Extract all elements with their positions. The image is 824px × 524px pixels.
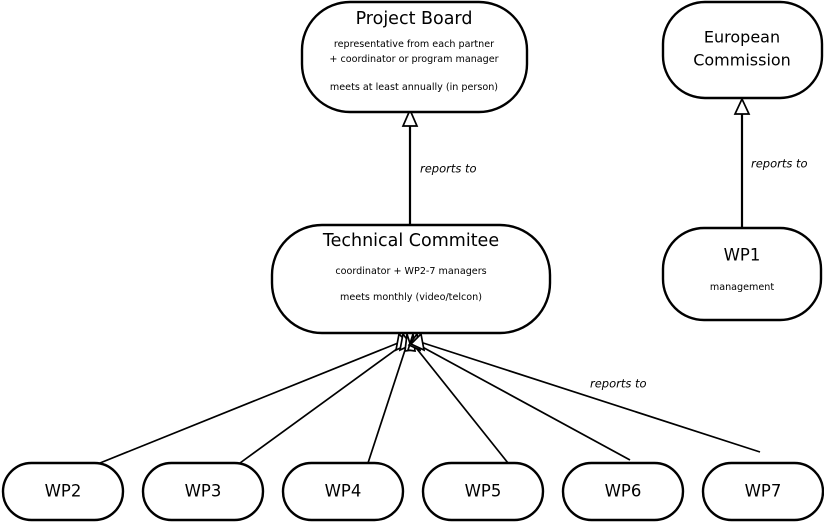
project-board-detail-1: representative from each partner [334, 39, 494, 50]
edge-wp1-to-european-commission: reports to [733, 96, 808, 228]
edge-line-wp7-tc [416, 340, 761, 453]
wp3-shape[interactable] [141, 461, 265, 522]
edge-label-tc-board: reports to [420, 162, 477, 176]
node-wp6[interactable]: WP6 [561, 461, 685, 522]
technical-committee-detail-1: coordinator + WP2-7 managers [335, 266, 486, 277]
wp6-shape[interactable] [561, 461, 685, 522]
wp1-shape[interactable] [661, 226, 823, 322]
project-board-title: Project Board [356, 9, 473, 29]
technical-committee-title: Technical Commitee [322, 231, 499, 251]
node-wp1[interactable]: WP1 management [661, 226, 823, 322]
node-project-board[interactable]: Project Board representative from each p… [300, 0, 529, 114]
node-technical-committee[interactable]: Technical Commitee coordinator + WP2-7 m… [270, 223, 552, 335]
wp7-shape[interactable] [701, 461, 824, 522]
technical-committee-shape[interactable] [270, 223, 552, 335]
wp6-title: WP6 [605, 482, 642, 501]
edge-tc-to-project-board: reports to [401, 107, 477, 225]
arrowhead-tc-board [401, 107, 419, 127]
wp3-title: WP3 [185, 482, 222, 501]
wp5-title: WP5 [465, 482, 502, 501]
edge-label-wps-tc: reports to [590, 377, 647, 391]
wp4-title: WP4 [325, 482, 362, 501]
edge-line-wp2-tc [99, 340, 404, 464]
project-board-detail-3: meets at least annually (in person) [330, 82, 498, 93]
edge-line-wp5-tc [412, 343, 509, 464]
project-board-shape[interactable] [300, 0, 529, 114]
edge-line-wp6-tc [414, 342, 631, 461]
node-wp4[interactable]: WP4 [281, 461, 405, 522]
edge-line-wp3-tc [239, 342, 406, 464]
arrowhead-wp7-tc [409, 332, 426, 352]
wp5-shape[interactable] [421, 461, 545, 522]
node-european-commission[interactable]: European Commission [661, 0, 824, 100]
wp4-shape[interactable] [281, 461, 405, 522]
wp1-title: WP1 [724, 246, 761, 265]
node-wp7[interactable]: WP7 [701, 461, 824, 522]
project-board-detail-2: + coordinator or program manager [329, 54, 498, 65]
european-commission-title-line-1: European [704, 28, 780, 47]
edge-group-wps-to-tc: reports to [99, 331, 761, 464]
wp7-title: WP7 [745, 482, 782, 501]
wp2-title: WP2 [45, 482, 82, 501]
edge-label-wp1-ec: reports to [751, 157, 808, 171]
arrowhead-wp1-ec [733, 96, 751, 115]
wp1-detail-1: management [710, 282, 775, 293]
wp2-shape[interactable] [1, 461, 125, 522]
edge-line-wp4-tc [367, 343, 408, 464]
technical-committee-detail-2: meets monthly (video/telcon) [340, 292, 482, 303]
european-commission-shape[interactable] [661, 0, 824, 100]
node-wp2[interactable]: WP2 [1, 461, 125, 522]
european-commission-title-line-2: Commission [693, 51, 791, 70]
node-wp3[interactable]: WP3 [141, 461, 265, 522]
node-wp5[interactable]: WP5 [421, 461, 545, 522]
